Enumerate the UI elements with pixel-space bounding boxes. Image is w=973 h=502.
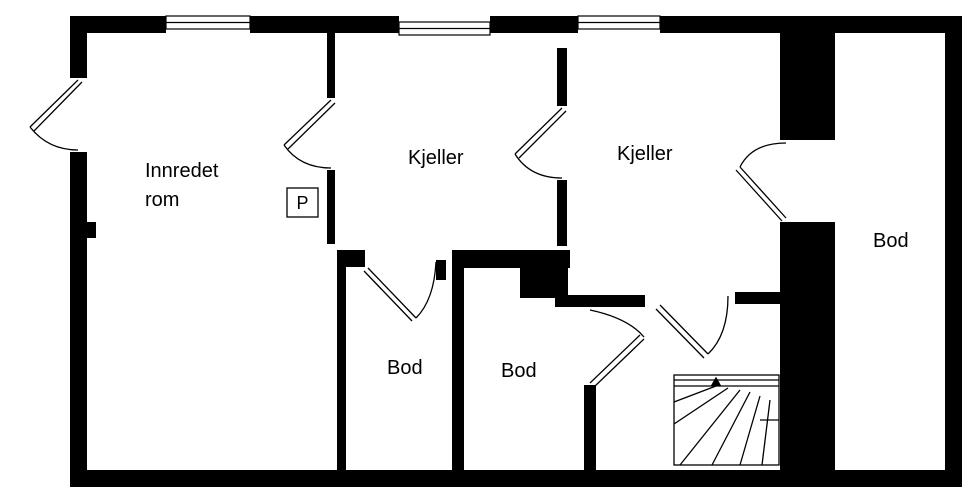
wall-top-2: [250, 16, 362, 33]
wall-inner-b-low: [557, 180, 567, 246]
door-swing-icon: [363, 261, 437, 322]
window-icon: [577, 15, 661, 30]
walls: [70, 16, 962, 487]
room-label-bod-right: Bod: [873, 230, 909, 252]
wall-left-lower: [70, 152, 87, 487]
room-label-innredet-line1: Innredet: [145, 160, 219, 182]
wall-bod1-top-right: [436, 260, 446, 280]
wall-ledge-right: [735, 292, 785, 304]
wall-pillar-lower: [780, 222, 835, 487]
room-label-innredet-line2: rom: [145, 189, 179, 211]
wall-top-5: [660, 16, 950, 33]
door-swing-icon: [514, 107, 567, 179]
parking-marker-label: P: [296, 193, 308, 213]
room-label-kjeller-1: Kjeller: [408, 147, 464, 169]
wall-bod2-top-thick: [520, 250, 568, 298]
doors: [29, 79, 787, 388]
wall-inner-a-top: [327, 30, 335, 98]
wall-inner-a-mid: [327, 170, 335, 244]
wall-right: [945, 16, 962, 487]
wall-bod2-left: [452, 250, 464, 472]
stairs-icon: [673, 374, 780, 466]
wall-pillar-upper: [780, 30, 835, 140]
room-label-bod-2: Bod: [501, 360, 537, 382]
windows: [165, 15, 661, 36]
door-swing-icon: [283, 99, 336, 169]
room-label-bod-1: Bod: [387, 357, 423, 379]
wall-top-4: [490, 16, 578, 33]
door-swing-icon: [655, 295, 729, 359]
wall-bod2-ledge: [555, 295, 645, 307]
wall-left-upper: [70, 16, 87, 78]
wall-top-3: [335, 16, 399, 33]
room-label-kjeller-2: Kjeller: [617, 143, 673, 165]
wall-bod1-top: [337, 250, 365, 267]
wall-top-1: [70, 16, 166, 33]
door-swing-icon: [29, 79, 83, 151]
wall-inner-a-low: [337, 250, 346, 472]
window-icon: [398, 21, 491, 36]
wall-inner-b-top: [557, 48, 567, 106]
parking-marker: P: [286, 187, 319, 218]
wall-bod2-right: [584, 385, 596, 472]
door-swing-icon: [589, 309, 645, 388]
door-swing-icon: [735, 142, 787, 222]
wall-bottom: [70, 470, 962, 487]
window-icon: [165, 15, 251, 30]
wall-left-stub: [86, 222, 96, 238]
